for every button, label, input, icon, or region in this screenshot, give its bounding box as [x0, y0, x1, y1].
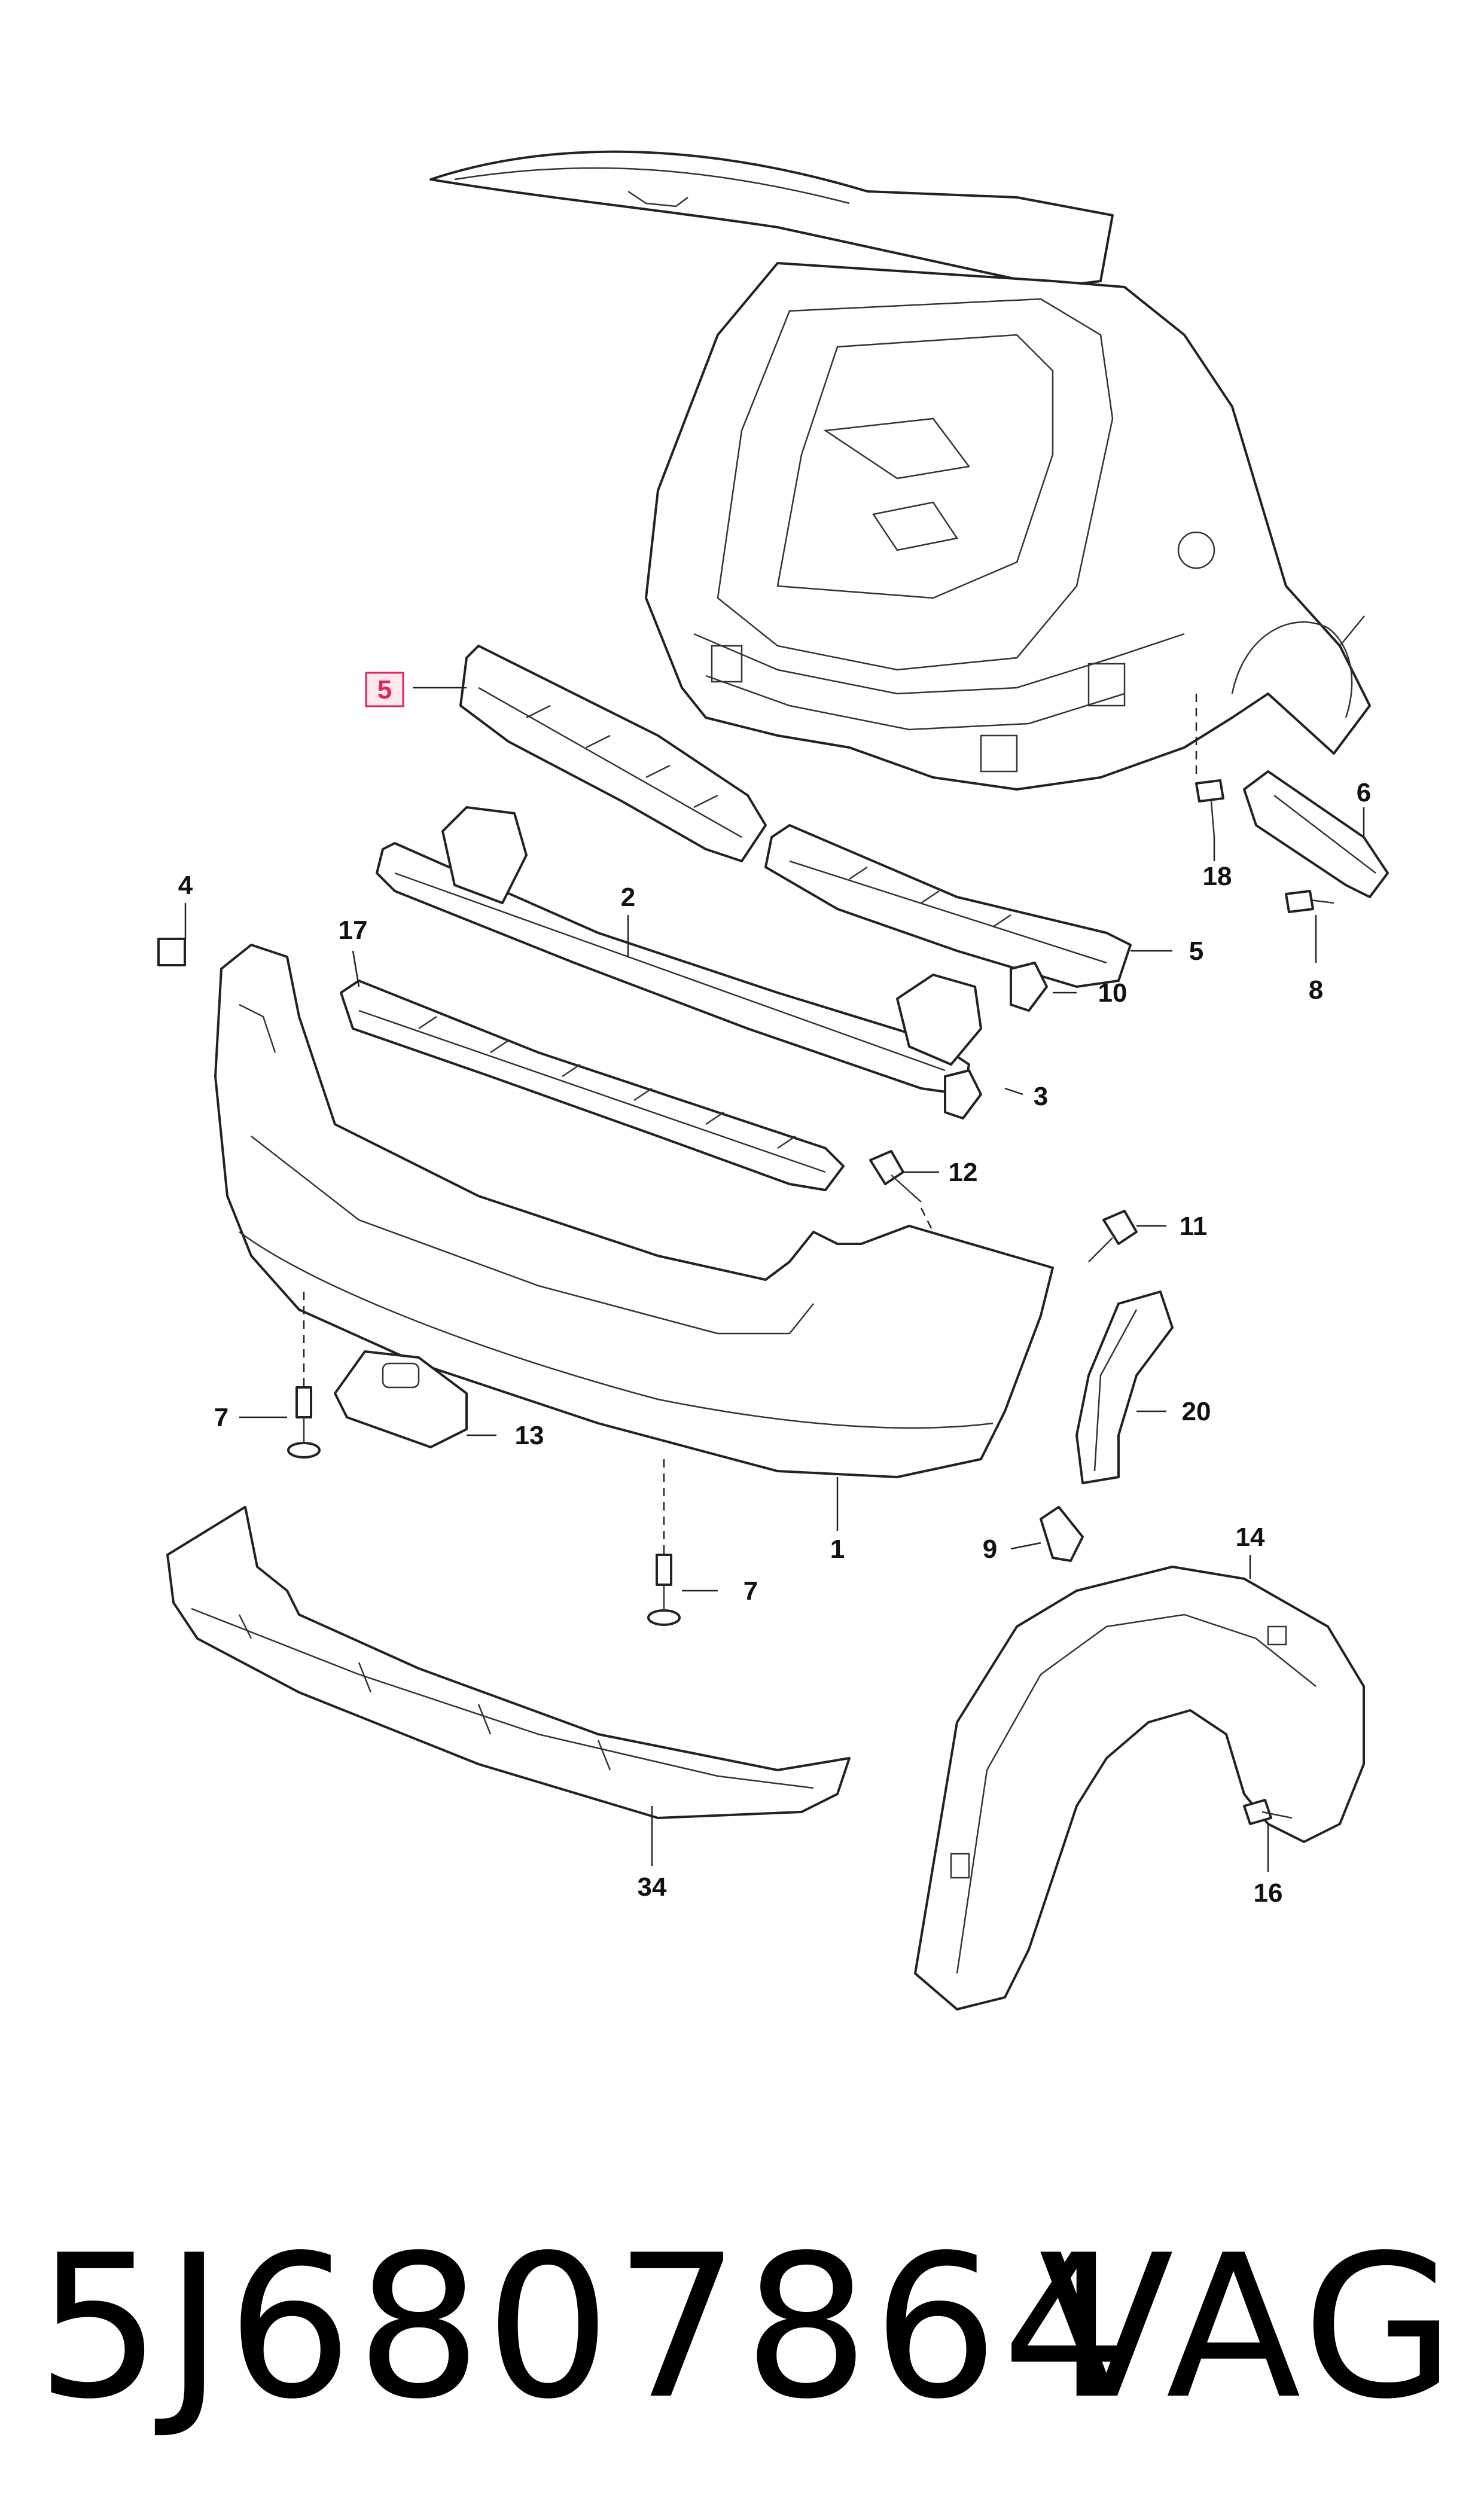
callout-14: 14 [1236, 1523, 1265, 1552]
part-5-bracket-right [764, 824, 1132, 988]
screw-8 [1285, 890, 1334, 913]
car-rear-body [429, 150, 1371, 791]
fastener-4 [157, 938, 186, 966]
callout-13: 13 [515, 1421, 544, 1450]
callout-34: 34 [638, 1872, 667, 1902]
rivet-7-left [287, 1386, 321, 1459]
screw-11 [1088, 1210, 1138, 1262]
part-34-diffuser [166, 1506, 851, 1819]
fastener-3 [944, 1069, 982, 1119]
callout-1: 1 [830, 1534, 845, 1564]
clip-9 [1040, 1506, 1084, 1562]
callout-9: 9 [983, 1534, 997, 1564]
part-17-strip [340, 980, 845, 1191]
brand-name: VAG [1038, 2213, 1460, 2442]
callout-5-highlighted: 5 [377, 675, 392, 704]
callout-10: 10 [1098, 978, 1128, 1008]
part-number: 5J6807864 [36, 2213, 1131, 2442]
highlight-box-part-5 [365, 672, 404, 707]
screw-18 [1195, 779, 1224, 838]
part-20-trim [1075, 1290, 1174, 1484]
callout-7-left: 7 [214, 1403, 228, 1432]
screw-12 [869, 1150, 922, 1203]
callout-17: 17 [339, 916, 368, 945]
callout-labels: 5 2 4 17 5 6 18 8 10 3 12 11 20 7 13 1 9… [178, 672, 1371, 1908]
callout-12: 12 [949, 1158, 978, 1187]
callout-5: 5 [1189, 936, 1203, 966]
part-2-reinforcement [376, 806, 982, 1096]
caption: 5J6807864 VAG [0, 2213, 1484, 2464]
part-5-bracket-left [459, 645, 767, 862]
part-1-bumper-cover [214, 944, 1054, 1478]
fastener-10 [1010, 962, 1048, 1012]
screw-16 [1243, 1799, 1293, 1825]
callout-2: 2 [621, 883, 635, 912]
callout-11: 11 [1180, 1212, 1208, 1241]
callout-4: 4 [178, 871, 193, 900]
leader-lines [184, 687, 1365, 1872]
callout-6: 6 [1357, 778, 1371, 807]
part-14-wheel-liner [914, 1566, 1365, 2010]
callout-3: 3 [1034, 1082, 1048, 1111]
part-6-bracket [1243, 770, 1389, 898]
callout-8: 8 [1309, 975, 1323, 1005]
rivet-7-center [647, 1554, 681, 1626]
callout-20: 20 [1182, 1397, 1211, 1426]
callout-18: 18 [1203, 862, 1232, 891]
part-13-block [334, 1350, 468, 1448]
callout-16: 16 [1254, 1878, 1283, 1908]
callout-7-center: 7 [743, 1576, 758, 1606]
